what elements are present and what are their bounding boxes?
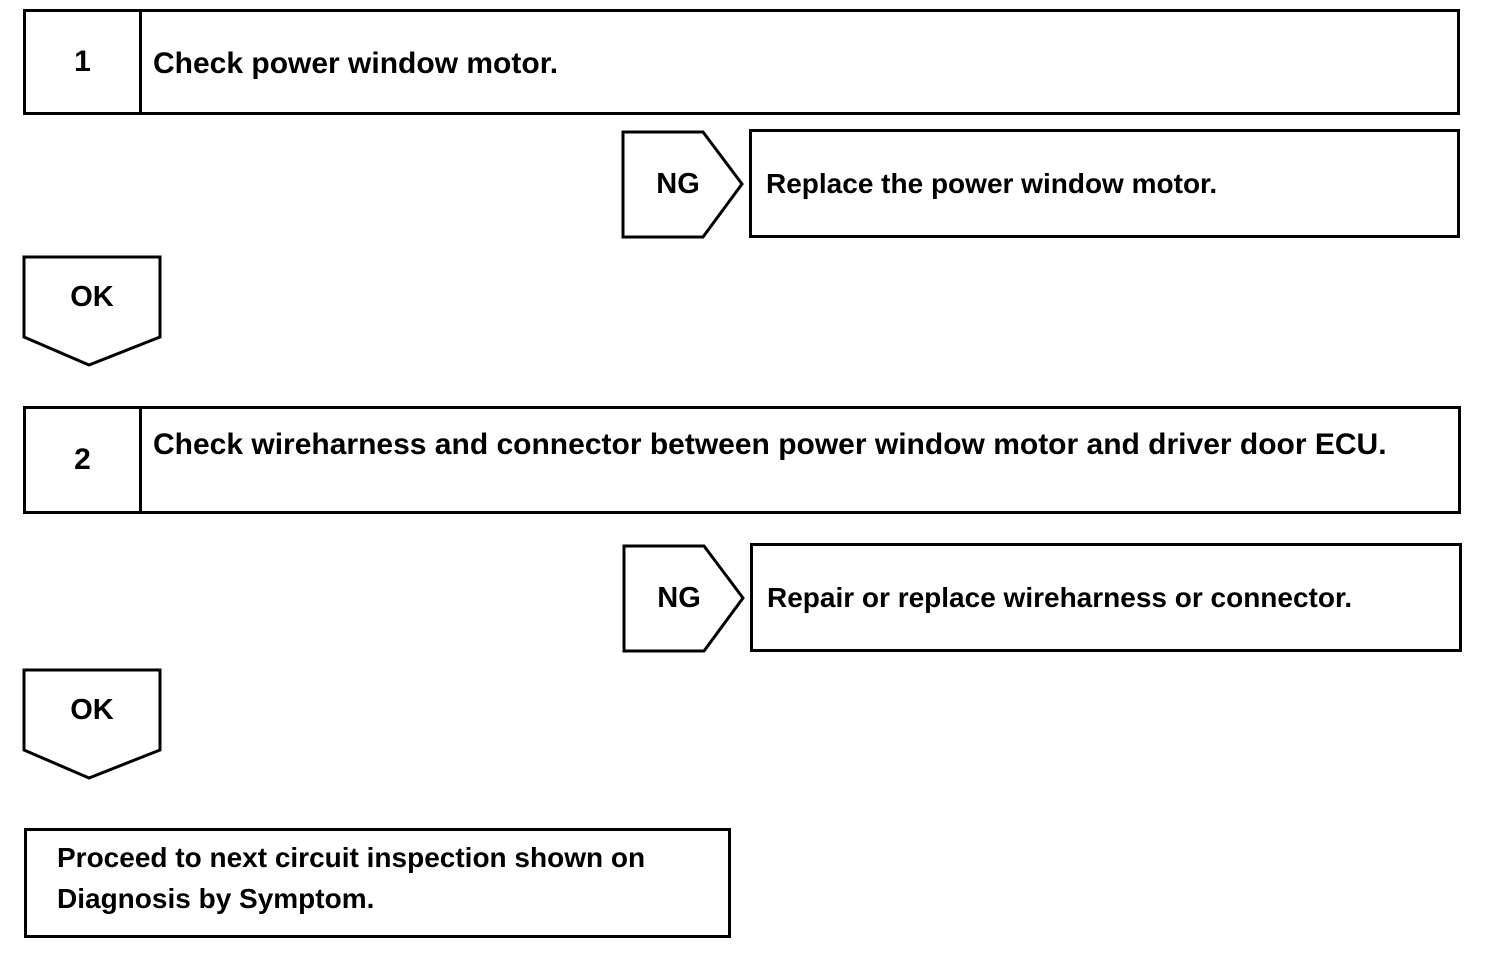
step-1-text: Check power window motor. <box>153 47 559 80</box>
ng-label-1: NG <box>656 168 700 200</box>
ok-label-1: OK <box>70 280 114 313</box>
ng-action-box-1: Replace the power window motor. <box>749 129 1460 238</box>
final-text-line-1: Proceed to next circuit inspection shown… <box>57 842 646 873</box>
final-box: Proceed to next circuit inspection shown… <box>24 828 731 938</box>
ok-label-2: OK <box>70 693 114 726</box>
ng-action-text-2: Repair or replace wireharness or connect… <box>767 582 1353 613</box>
ok-arrow-2 <box>22 668 162 780</box>
step-2-number: 2 <box>26 409 142 511</box>
ng-action-text-1: Replace the power window motor. <box>766 168 1218 199</box>
ng-arrow-1 <box>621 130 744 239</box>
ng-label-2: NG <box>657 582 701 614</box>
ng-action-box-2: Repair or replace wireharness or connect… <box>750 543 1462 652</box>
final-text-line-2: Diagnosis by Symptom. <box>57 883 375 914</box>
final-text: Proceed to next circuit inspection shown… <box>57 837 645 919</box>
step-2-text: Check wireharness and connector between … <box>153 428 1387 461</box>
step-1-box: 1 Check power window motor. <box>23 9 1460 115</box>
ng-arrow-2 <box>622 544 745 653</box>
step-1-number: 1 <box>26 12 142 112</box>
step-2-box: 2 Check wireharness and connector betwee… <box>23 406 1461 514</box>
ok-arrow-1 <box>22 255 162 367</box>
